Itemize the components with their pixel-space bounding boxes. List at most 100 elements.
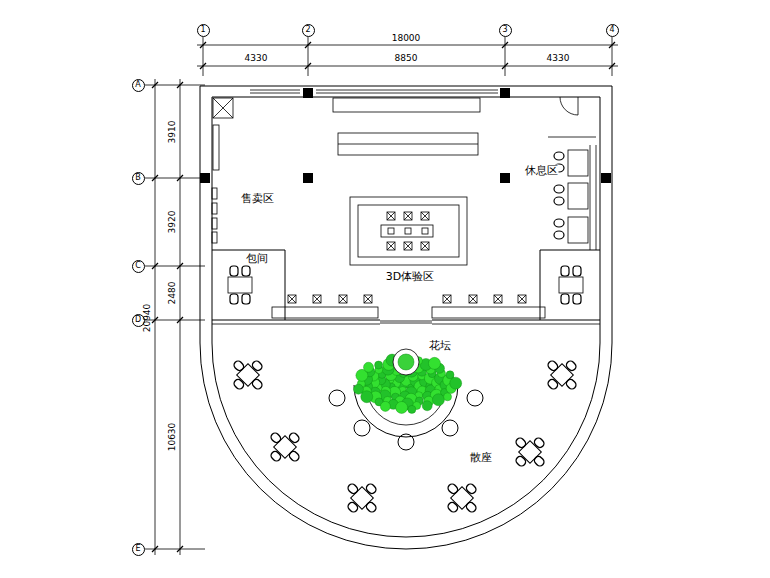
chair bbox=[230, 294, 238, 304]
dimension-tick bbox=[152, 175, 158, 181]
table-set bbox=[505, 427, 554, 476]
dimension-tick bbox=[177, 546, 183, 552]
axis-label: B bbox=[135, 174, 141, 182]
chair bbox=[518, 295, 526, 303]
chair bbox=[339, 295, 347, 303]
door-leaf bbox=[380, 323, 432, 324]
partition bbox=[540, 250, 600, 251]
table bbox=[228, 277, 252, 293]
axis-label: 4 bbox=[609, 26, 614, 34]
chair bbox=[469, 295, 477, 303]
dimension: 3910 bbox=[168, 120, 177, 145]
shaft bbox=[213, 98, 233, 118]
dimension: 4330 bbox=[244, 54, 269, 63]
axis-label: 3 bbox=[502, 26, 507, 34]
chair bbox=[387, 242, 395, 250]
chair bbox=[288, 295, 296, 303]
room-label: 包间 bbox=[245, 253, 269, 264]
axis-extension bbox=[505, 37, 506, 76]
dimension: 2480 bbox=[168, 281, 177, 306]
chair bbox=[518, 295, 526, 303]
dimension-tick bbox=[609, 42, 615, 48]
table bbox=[568, 150, 588, 176]
axis-bubble: 1 bbox=[197, 24, 210, 37]
chair bbox=[404, 212, 412, 220]
table bbox=[381, 225, 433, 237]
dimension: 8850 bbox=[394, 54, 419, 63]
room-label: 3D体验区 bbox=[385, 271, 435, 282]
dimension-tick bbox=[502, 63, 508, 69]
chair bbox=[404, 242, 412, 250]
stool bbox=[329, 390, 345, 406]
chair bbox=[421, 242, 429, 250]
chair bbox=[404, 212, 412, 220]
dimension-tick bbox=[200, 42, 206, 48]
chair bbox=[404, 242, 412, 250]
chair bbox=[242, 266, 250, 276]
partition bbox=[548, 137, 596, 138]
dimension-tick bbox=[177, 317, 183, 323]
table-set bbox=[437, 473, 486, 522]
window bbox=[250, 90, 300, 91]
chair bbox=[554, 219, 564, 227]
dimension-tick bbox=[502, 42, 508, 48]
chair bbox=[364, 295, 372, 303]
dimension-tick bbox=[152, 263, 158, 269]
dimension-tick bbox=[177, 82, 183, 88]
chair bbox=[387, 212, 395, 220]
partition bbox=[432, 324, 600, 325]
chair bbox=[288, 295, 296, 303]
column bbox=[303, 173, 313, 183]
chair bbox=[387, 242, 395, 250]
plan-lines bbox=[145, 37, 618, 555]
stool bbox=[467, 390, 483, 406]
planter-feature bbox=[393, 349, 419, 375]
dimension: 3920 bbox=[168, 210, 177, 235]
stool bbox=[354, 420, 370, 436]
dimension-line bbox=[155, 79, 156, 555]
axis-label: 2 bbox=[305, 26, 310, 34]
chair bbox=[242, 294, 250, 304]
partition bbox=[212, 324, 380, 325]
display-bar bbox=[338, 133, 478, 155]
axis-bubble: B bbox=[132, 172, 145, 185]
chair bbox=[494, 295, 502, 303]
window bbox=[316, 90, 498, 91]
table-mark bbox=[388, 228, 394, 234]
room-label: 售卖区 bbox=[240, 193, 275, 204]
dimension-line bbox=[197, 66, 618, 67]
shelf bbox=[212, 188, 217, 199]
chair bbox=[573, 294, 581, 304]
stool bbox=[442, 420, 458, 436]
partition bbox=[285, 250, 286, 320]
experience-frame bbox=[358, 205, 459, 257]
chair bbox=[364, 295, 372, 303]
counter bbox=[333, 98, 480, 112]
counter bbox=[432, 307, 545, 318]
axis-label: A bbox=[135, 81, 140, 89]
column bbox=[500, 173, 510, 183]
dimension-tick bbox=[305, 63, 311, 69]
chair bbox=[518, 295, 526, 303]
door-swing bbox=[560, 97, 578, 115]
door-leaf bbox=[380, 321, 432, 322]
axis-extension bbox=[203, 37, 204, 76]
chair bbox=[387, 242, 395, 250]
axis-extension bbox=[612, 37, 613, 76]
chair bbox=[573, 266, 581, 276]
chair bbox=[561, 294, 569, 304]
window bbox=[250, 93, 300, 94]
chair bbox=[364, 295, 372, 303]
partition bbox=[212, 320, 380, 321]
display-bar bbox=[338, 144, 478, 145]
axis-bubble: 3 bbox=[499, 24, 512, 37]
planter-feature bbox=[398, 354, 414, 370]
chair bbox=[387, 212, 395, 220]
chair bbox=[554, 197, 564, 205]
chair bbox=[443, 295, 451, 303]
shaft-cross bbox=[213, 98, 233, 118]
chair bbox=[421, 212, 429, 220]
axis-bubble: A bbox=[132, 79, 145, 92]
